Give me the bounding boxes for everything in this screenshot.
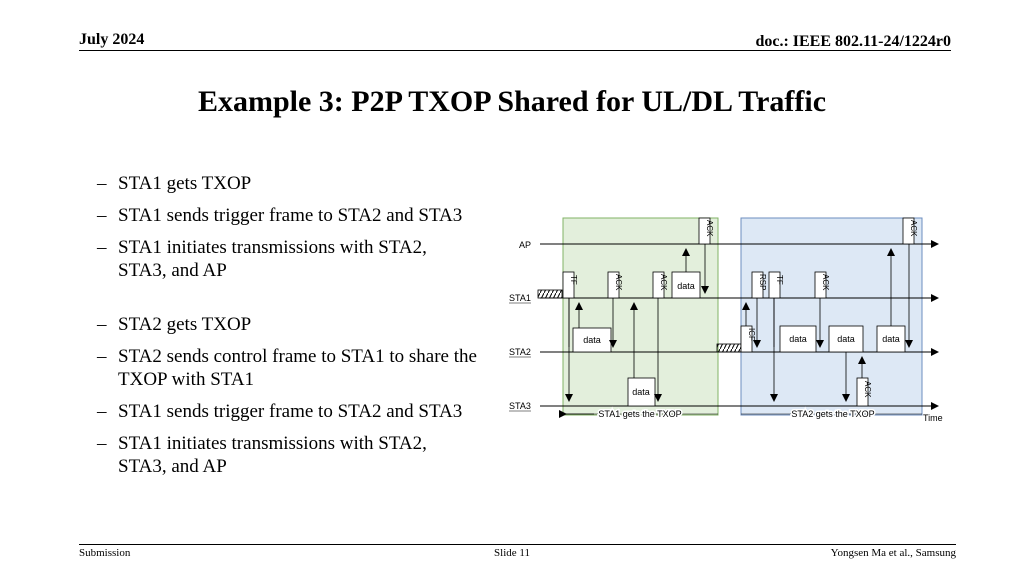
data-frame (779, 325, 817, 353)
data-frame-label: data (837, 334, 855, 344)
icf-frame-label: ICF (747, 328, 756, 341)
sta2-backoff (716, 343, 742, 353)
header-rule (79, 50, 951, 51)
data-frame (572, 327, 612, 353)
rsp-frame-label: RSP (758, 274, 767, 290)
ack-frame-label: ACK (909, 220, 918, 237)
slide-title: Example 3: P2P TXOP Shared for UL/DL Tra… (197, 85, 827, 118)
footer-submission: Submission (79, 547, 131, 559)
ack-frame (698, 217, 711, 245)
data-frame (876, 325, 906, 353)
sta1-backoff (537, 289, 563, 299)
rsp-frame (751, 271, 764, 299)
tf-frame (562, 271, 575, 299)
header-date: July 2024 (79, 31, 145, 48)
footer-authors: Yongsen Ma et al., Samsung (830, 547, 956, 559)
period-label-sta1: STA1 gets the TXOP (598, 409, 681, 419)
tf-frame (768, 271, 781, 299)
ack-frame-label: ACK (821, 274, 830, 291)
tf-frame-label: TF (775, 275, 784, 285)
header-doc-id: doc.: IEEE 802.11-24/1224r0 (755, 33, 951, 50)
period-label-sta2: STA2 gets the TXOP (791, 409, 874, 419)
bullet-item: STA1 sends trigger frame to STA2 and STA… (97, 400, 527, 423)
ack-frame (856, 377, 869, 407)
ack-frame (902, 217, 915, 245)
ack-frame-label: ACK (863, 381, 872, 398)
bullet-list: STA1 gets TXOP STA1 sends trigger frame … (97, 172, 527, 487)
footer-rule (79, 544, 956, 545)
data-frame (828, 325, 864, 353)
tf-frame-label: TF (569, 275, 578, 285)
row-label-sta1: STA1 (509, 293, 531, 303)
ack-frame (607, 271, 620, 299)
sta2-txop-zone (740, 217, 923, 416)
bullet-item: STA2 gets TXOP (97, 313, 527, 336)
time-axis-label: Time (923, 413, 943, 423)
ack-frame-label: ACK (705, 220, 714, 237)
icf-frame (740, 325, 753, 353)
data-frame-label: data (882, 334, 900, 344)
data-frame-label: data (632, 387, 650, 397)
data-frame-label: data (677, 281, 695, 291)
row-label-ap: AP (519, 240, 531, 250)
data-frame-label: data (583, 335, 601, 345)
bullet-item: STA1 initiates transmissions with STA2, … (97, 236, 467, 282)
txop-timing-diagram: AP STA1 STA2 STA3 TF data ACK data ACK d… (509, 217, 943, 423)
footer-slide-number: Slide 11 (494, 547, 530, 559)
ack-frame-label: ACK (614, 274, 623, 291)
bullet-item: STA1 initiates transmissions with STA2, … (97, 432, 467, 478)
ack-frame-label: ACK (659, 274, 668, 291)
bullet-item: STA1 gets TXOP (97, 172, 527, 195)
row-label-sta2: STA2 (509, 347, 531, 357)
ack-frame (652, 271, 665, 299)
bullet-item: STA1 sends trigger frame to STA2 and STA… (97, 204, 527, 227)
data-frame (627, 377, 656, 407)
data-frame-label: data (789, 334, 807, 344)
bullet-item: STA2 sends control frame to STA1 to shar… (97, 345, 497, 391)
ack-frame (814, 271, 827, 299)
row-label-sta3: STA3 (509, 401, 531, 411)
